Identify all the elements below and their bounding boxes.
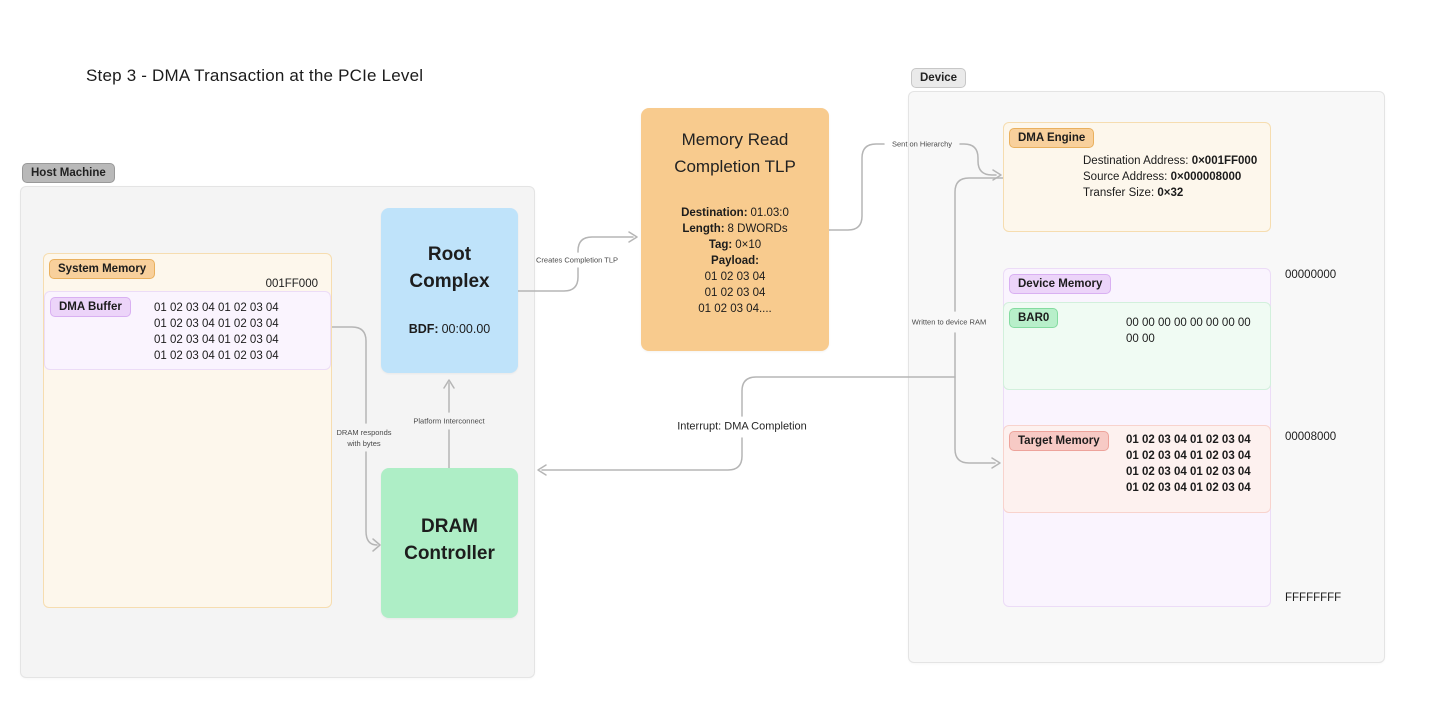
dma-buffer-box: DMA Buffer 01 02 03 04 01 02 03 04 01 02… <box>44 291 331 370</box>
dma-engine-fields: Destination Address: 0×001FF000 Source A… <box>1083 153 1257 201</box>
device-badge: Device <box>911 68 967 88</box>
byte-line: 00 00 <box>1126 333 1155 345</box>
root-complex-title-line1: Root <box>427 244 472 265</box>
tlp-field: Tag:0×10 <box>708 239 762 251</box>
arrow-label-interrupt-dma-completion: Interrupt: DMA Completion <box>677 420 807 433</box>
device-memory-badge: Device Memory <box>1009 274 1112 294</box>
tlp-title-line2: Completion TLP <box>674 157 796 176</box>
root-complex-node: Root Complex BDF:00:00.00 <box>381 208 518 373</box>
bar0-bytes: 00 00 00 00 00 00 00 00 00 00 <box>1126 315 1251 347</box>
root-complex-bdf: BDF:00:00.00 <box>381 322 518 336</box>
target-memory-bytes: 01 02 03 04 01 02 03 04 01 02 03 04 01 0… <box>1126 432 1251 496</box>
system-memory-badge: System Memory <box>49 259 156 279</box>
tlp-title: Memory Read Completion TLP <box>641 126 829 180</box>
arrow-creates-completion-tlp <box>577 236 634 253</box>
memory-read-completion-tlp-node: Memory Read Completion TLP Destination:0… <box>641 108 829 351</box>
arrow-label-dram-responds-line1: DRAM responds <box>336 428 392 437</box>
arrow-sent-on-hierarchy <box>828 143 885 231</box>
byte-line: 01 02 03 04 01 02 03 04 <box>154 350 279 362</box>
byte-line: 01 02 03 04 01 02 03 04 <box>154 318 279 330</box>
dram-controller-node: DRAM Controller <box>381 468 518 618</box>
byte-line: 01 02 03 04 01 02 03 04 <box>1126 482 1251 494</box>
dma-buffer-badge: DMA Buffer <box>50 297 131 317</box>
tlp-field: Payload: <box>711 255 759 267</box>
arrowhead <box>537 464 547 476</box>
arrow-label-platform-interconnect: Platform Interconnect <box>413 416 485 426</box>
device-memory-start-address: 00000000 <box>1285 269 1337 281</box>
bar0-box: BAR0 00 00 00 00 00 00 00 00 00 00 <box>1003 302 1271 390</box>
dma-engine-box: DMA Engine Destination Address: 0×001FF0… <box>1003 122 1271 232</box>
tlp-field: Length:8 DWORDs <box>682 223 788 235</box>
host-machine-badge: Host Machine <box>22 163 115 183</box>
dma-engine-field: Transfer Size: 0×32 <box>1083 187 1184 199</box>
target-memory-box: Target Memory 01 02 03 04 01 02 03 04 01… <box>1003 425 1271 513</box>
tlp-details: Destination:01.03:0 Length:8 DWORDs Tag:… <box>641 205 829 317</box>
arrow-label-dram-responds: DRAM responds with bytes <box>336 427 391 449</box>
dma-engine-field: Destination Address: 0×001FF000 <box>1083 155 1258 167</box>
arrow-label-sent-on-hierarchy: Sent on Hierarchy <box>891 139 953 149</box>
tlp-payload-line: 01 02 03 04 <box>704 271 766 283</box>
dram-controller-title: DRAM Controller <box>381 513 518 567</box>
arrow-interrupt-dma-completion <box>541 437 743 471</box>
device-memory-end-address: FFFFFFFF <box>1285 592 1342 604</box>
target-memory-address: 00008000 <box>1285 431 1337 443</box>
arrowhead <box>628 231 638 243</box>
tlp-payload-line: 01 02 03 04.... <box>698 303 772 315</box>
tlp-payload-line: 01 02 03 04 <box>704 287 766 299</box>
byte-line: 01 02 03 04 01 02 03 04 <box>1126 450 1251 462</box>
byte-line: 01 02 03 04 01 02 03 04 <box>154 302 279 314</box>
dma-engine-field: Source Address: 0×000008000 <box>1083 171 1242 183</box>
arrow-label-dram-responds-line2: with bytes <box>347 439 381 448</box>
byte-line: 01 02 03 04 01 02 03 04 <box>1126 434 1251 446</box>
dma-buffer-bytes: 01 02 03 04 01 02 03 04 01 02 03 04 01 0… <box>154 300 279 364</box>
bar0-badge: BAR0 <box>1009 308 1059 328</box>
tlp-title-line1: Memory Read <box>681 130 789 149</box>
byte-line: 01 02 03 04 01 02 03 04 <box>1126 466 1251 478</box>
dram-controller-title-line1: DRAM <box>421 516 478 537</box>
byte-line: 00 00 00 00 00 00 00 00 <box>1126 317 1251 329</box>
bdf-label: BDF: <box>408 322 439 336</box>
target-memory-badge: Target Memory <box>1009 431 1109 451</box>
root-complex-title-line2: Complex <box>409 271 490 292</box>
page-title: Step 3 - DMA Transaction at the PCIe Lev… <box>86 66 424 85</box>
dram-controller-title-line2: Controller <box>404 543 495 564</box>
root-complex-title: Root Complex <box>381 241 518 295</box>
arrow-label-written-to-device-ram: Written to device RAM <box>911 317 987 327</box>
dma-engine-badge: DMA Engine <box>1009 128 1095 148</box>
arrow-label-creates-completion-tlp: Creates Completion TLP <box>536 255 618 265</box>
bdf-value: 00:00.00 <box>441 322 491 336</box>
byte-line: 01 02 03 04 01 02 03 04 <box>154 334 279 346</box>
system-memory-address: 001FF000 <box>265 278 318 290</box>
tlp-field: Destination:01.03:0 <box>681 207 789 219</box>
